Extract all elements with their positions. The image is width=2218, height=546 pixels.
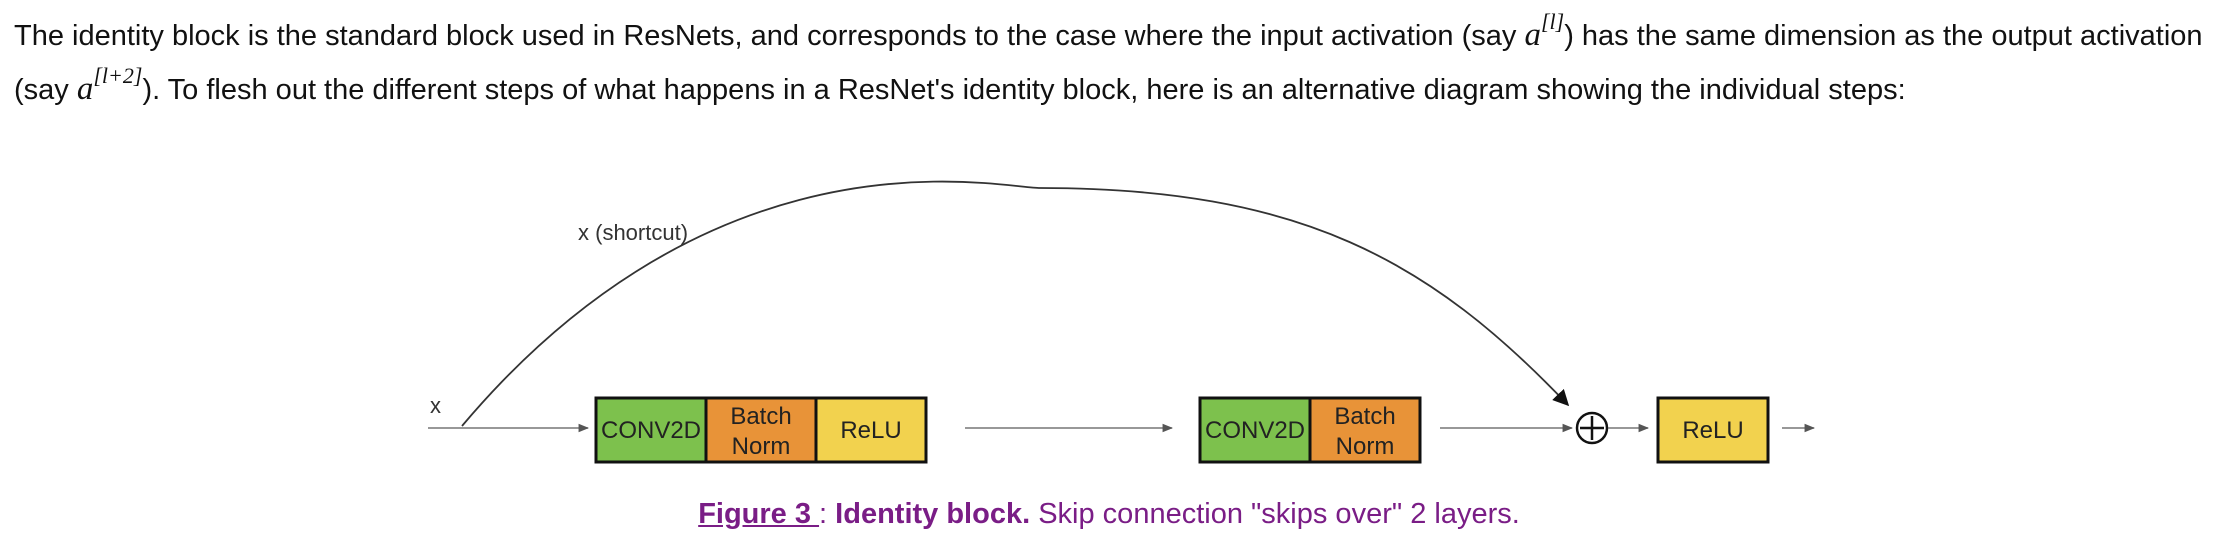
math-a-l: a[l] [1524, 9, 1565, 53]
block1-batchnorm-label-1: Batch [730, 403, 791, 430]
block2-batchnorm-label-1: Batch [1334, 403, 1395, 430]
final-relu [1656, 396, 1770, 464]
figure-number: Figure 3 [698, 498, 820, 530]
caption-colon: : [819, 498, 836, 530]
intro-paragraph: The identity block is the standard block… [14, 4, 2204, 112]
block1-relu-label: ReLU [840, 417, 901, 444]
add-node [1575, 411, 1609, 445]
block1-relu [814, 396, 928, 464]
block2: CONV2D Batch Norm [1198, 396, 1422, 464]
paragraph-text-3: ). To flesh out the different steps of w… [142, 74, 1906, 106]
final-relu-label: ReLU [1682, 417, 1743, 444]
figure-caption: Figure 3 : Identity block. Skip connecti… [0, 498, 2218, 531]
paragraph-text-1: The identity block is the standard block… [14, 20, 1525, 52]
paragraph-text-2: ) has the same dimension as the output a… [14, 20, 2203, 106]
math-a-l-plus-2: a[l+2] [76, 63, 143, 107]
block2-conv2d-label: CONV2D [1205, 417, 1305, 444]
shortcut-label: x (shortcut) [578, 220, 688, 245]
input-label: x [430, 393, 441, 418]
block1-batchnorm-label-2: Norm [732, 433, 791, 460]
caption-title: Identity block. [835, 498, 1031, 530]
caption-text: Skip connection "skips over" 2 layers. [1030, 498, 1520, 530]
block1: CONV2D Batch Norm ReLU [594, 396, 928, 464]
block2-conv2d [1198, 396, 1312, 464]
block1-conv2d-label: CONV2D [601, 417, 701, 444]
shortcut-arc [461, 180, 1570, 427]
block2-batchnorm-label-2: Norm [1336, 433, 1395, 460]
block2-batchnorm [1308, 396, 1422, 464]
